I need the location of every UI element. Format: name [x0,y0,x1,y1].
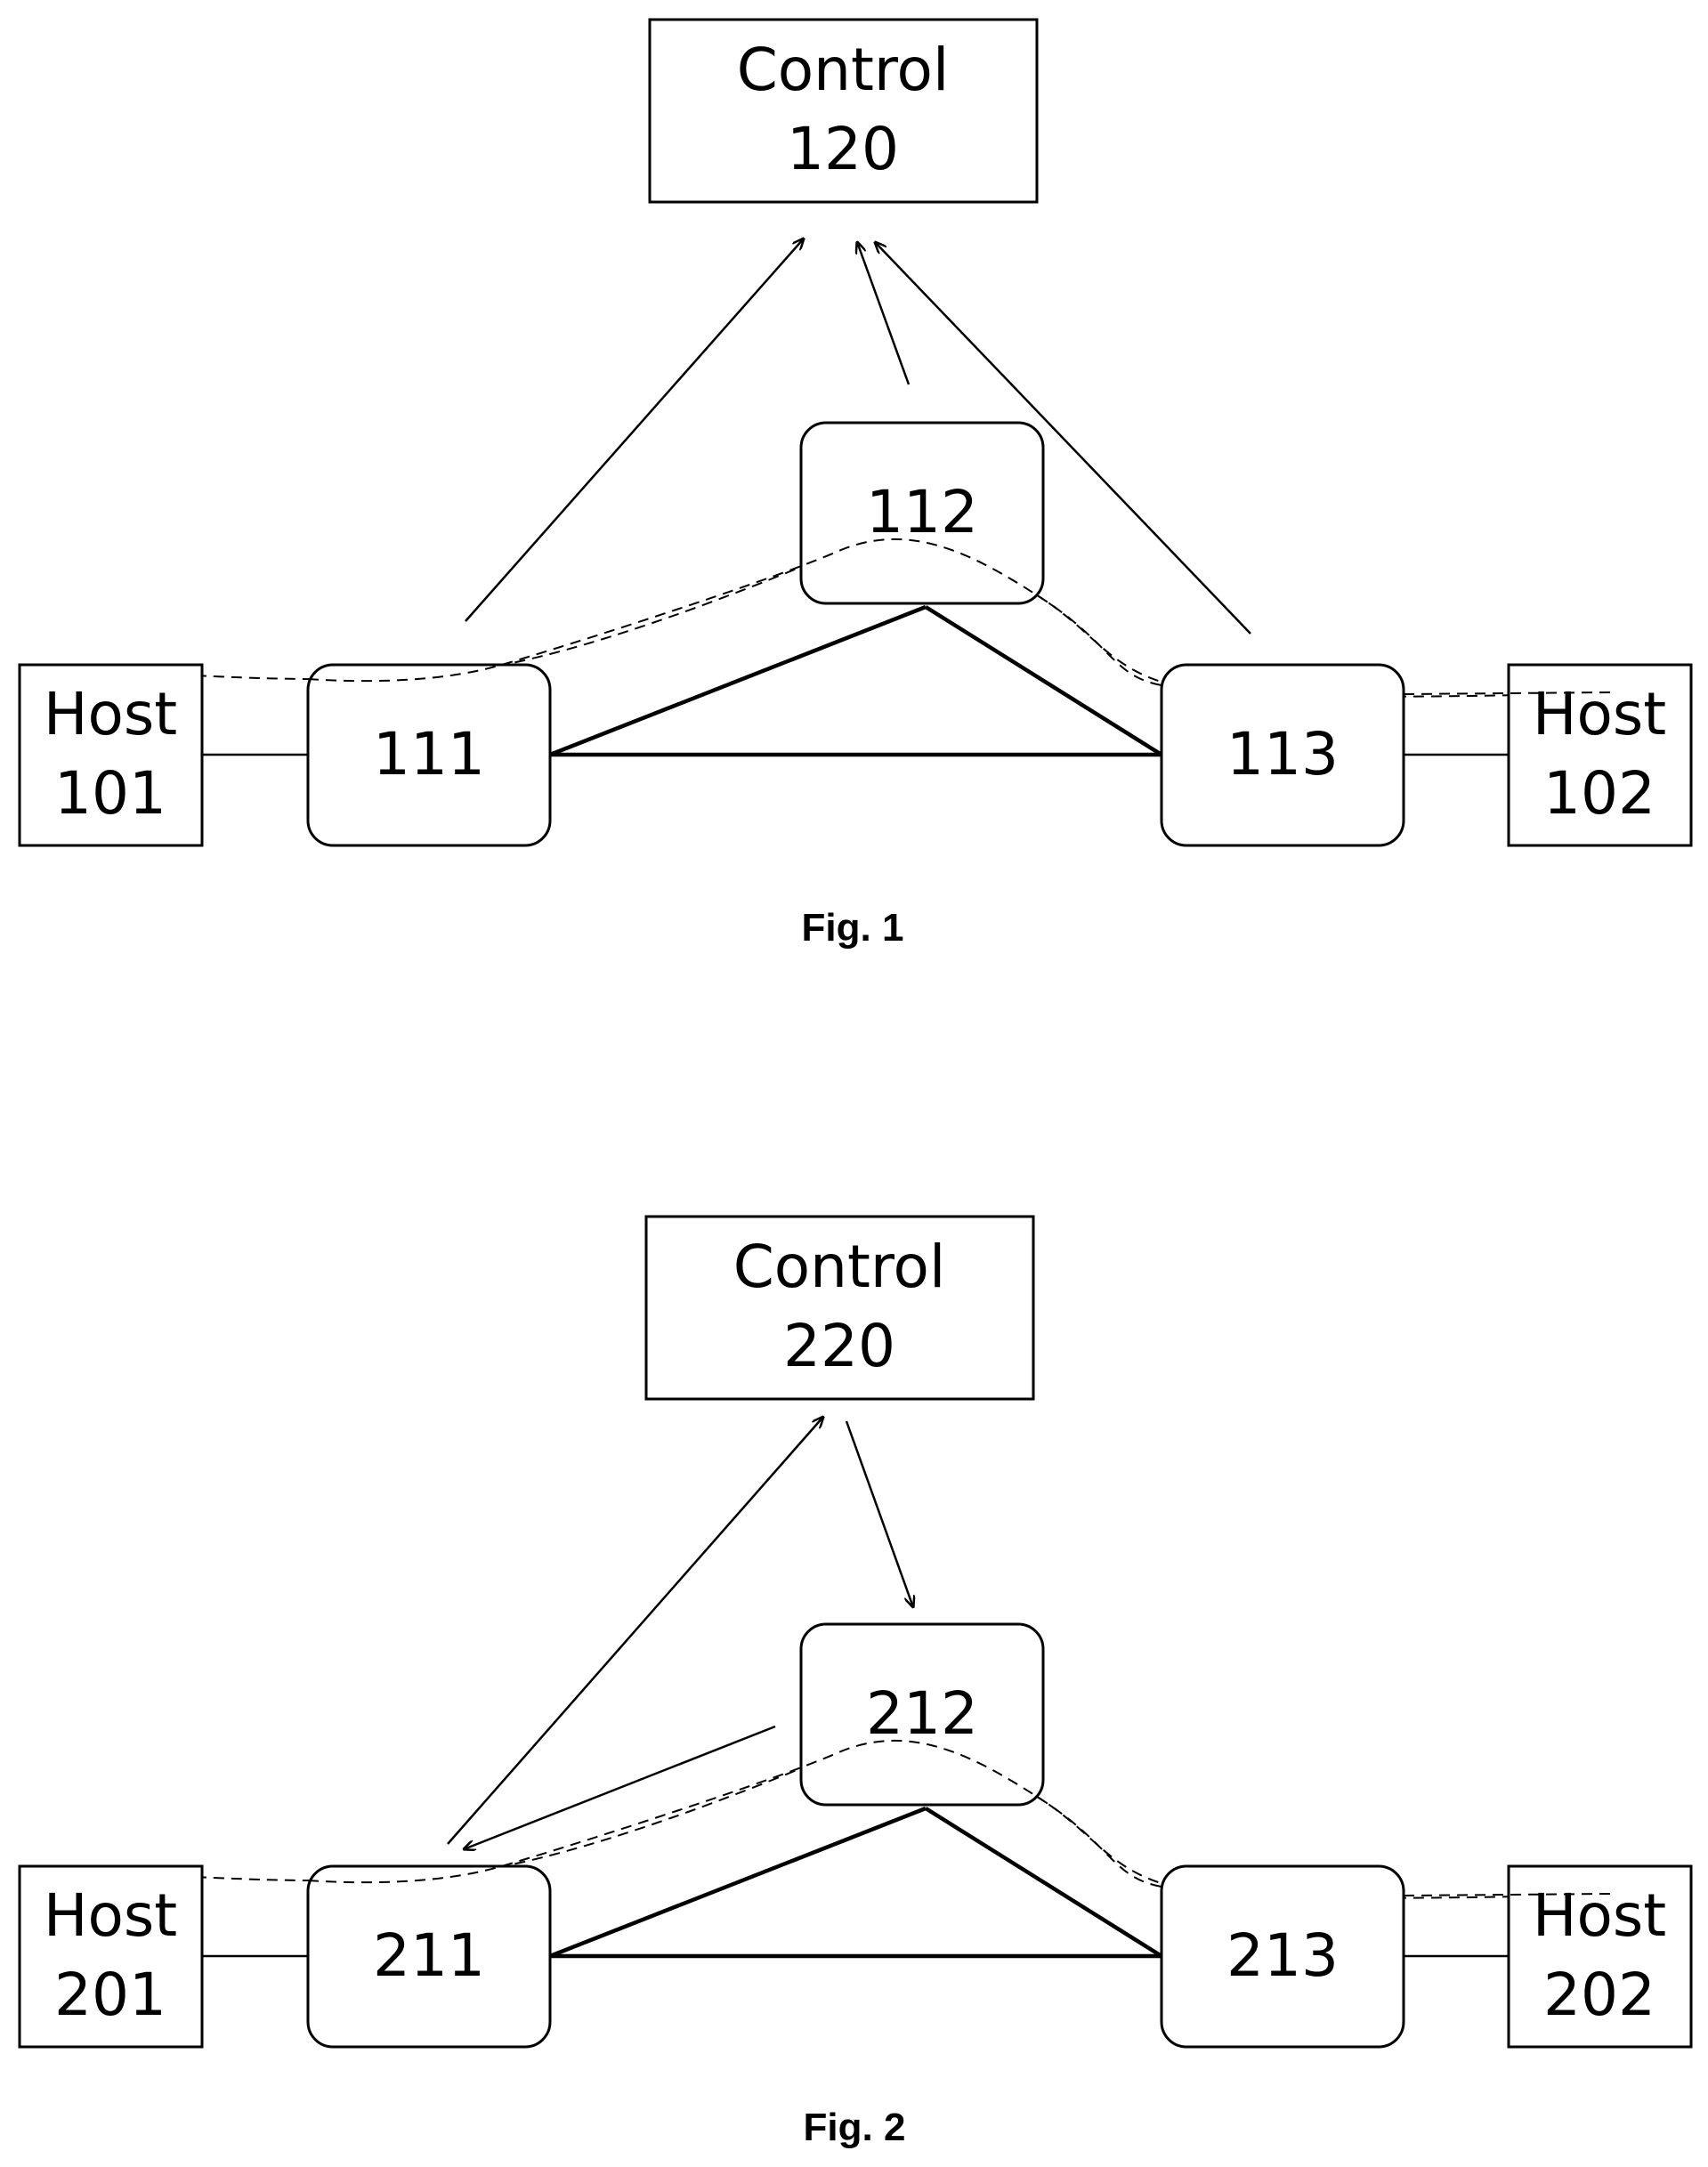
host-left-number: 201 [54,1961,166,2029]
control-label: Control [733,1233,946,1301]
figure-1: Control 120 Host 101 Host 102 111 112 11… [20,20,1691,950]
switch-link-left [550,607,926,755]
control-label: Control [737,36,950,104]
host-left-label: Host [44,680,177,748]
host-left-label: Host [44,1881,177,1950]
figure-2: Control 220 Host 201 Host 202 211 212 21… [20,1217,1691,2149]
control-number: 120 [787,115,899,183]
switch-right-label: 113 [1226,720,1339,788]
figure-caption: Fig. 1 [802,906,904,950]
figure-caption: Fig. 2 [804,2106,906,2149]
switch-top-label: 112 [866,478,978,546]
switch-right-label: 213 [1226,1921,1339,1990]
switch-link-right [926,1808,1162,1956]
switch-link-left [550,1808,926,1956]
switch-left-label: 111 [373,720,485,788]
host-right-number: 102 [1543,759,1655,828]
host-right-label: Host [1533,1881,1666,1950]
arrow-top-to-left [464,1726,775,1849]
arrow-top-to-control [857,242,909,384]
host-left-number: 101 [54,759,166,828]
arrow-left-to-control [465,239,804,621]
arrow-control-to-top [846,1421,913,1607]
switch-link-right [926,607,1162,755]
control-number: 220 [783,1312,895,1380]
switch-left-label: 211 [373,1921,485,1990]
host-right-label: Host [1533,680,1666,748]
switch-top-label: 212 [866,1679,978,1748]
host-right-number: 202 [1543,1961,1655,2029]
arrow-left-to-control [448,1417,823,1844]
